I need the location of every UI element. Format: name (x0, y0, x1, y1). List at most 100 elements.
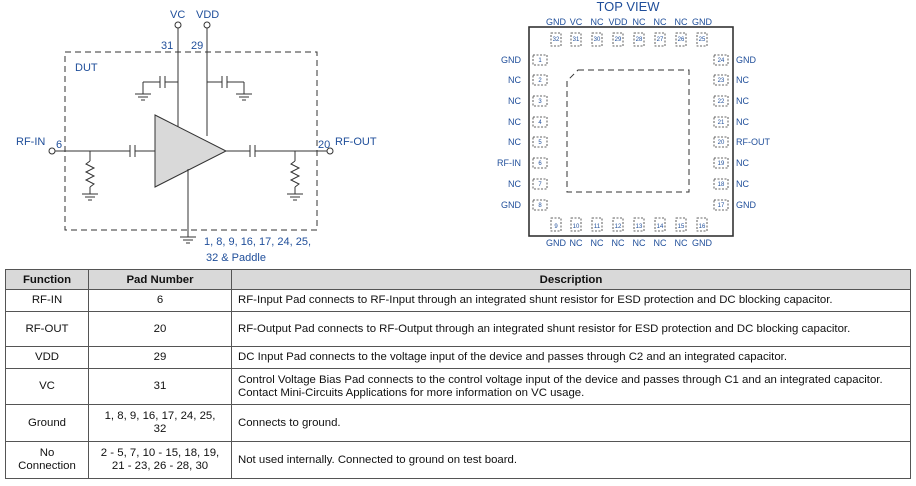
pin-pad (713, 136, 729, 148)
rfin-wiring (55, 145, 155, 201)
pin-number: 12 (615, 224, 622, 230)
pin-number: 18 (718, 182, 725, 188)
pin-label: NC (654, 238, 667, 248)
package-body (528, 26, 734, 237)
pin-pad (591, 217, 603, 232)
pin-number: 31 (573, 37, 580, 43)
pin-number: 19 (718, 161, 725, 167)
rfout-terminal (326, 147, 334, 155)
function-cell: No Connection (5, 441, 89, 479)
pin-pad (713, 199, 729, 211)
pin-number: 23 (718, 78, 725, 84)
vdd-label: VDD (196, 9, 219, 21)
vc-terminal (174, 21, 182, 29)
pin-number: 21 (718, 120, 725, 126)
function-cell: RF-OUT (5, 311, 89, 347)
pin-number: 20 (718, 140, 725, 146)
description-cell: Control Voltage Bias Pad connects to the… (231, 368, 911, 405)
pin-label: GND (736, 55, 757, 65)
ground-symbol (236, 93, 252, 101)
function-cell: VC (5, 368, 89, 405)
pad-cell: 6 (88, 289, 232, 312)
pin-label: GND (736, 200, 757, 210)
pin-pad (532, 74, 548, 86)
pin-pad (532, 136, 548, 148)
pin-label: NC (736, 158, 749, 168)
pin-label: NC (633, 238, 646, 248)
amplifier-triangle (154, 114, 228, 188)
pin-number: 1 (538, 58, 542, 64)
pin-pad (713, 95, 729, 107)
description-cell: RF-Output Pad connects to RF-Output thro… (231, 311, 911, 347)
pin-label: NC (612, 238, 625, 248)
pin-label: NC (654, 17, 667, 27)
pin-pad (532, 54, 548, 66)
pin-pad (612, 217, 624, 232)
pin-pad (713, 178, 729, 190)
ground-symbol (180, 236, 196, 244)
pad-cell: 31 (88, 368, 232, 405)
rfin-pin-number: 6 (56, 139, 62, 151)
dut-label: DUT (75, 62, 98, 74)
pin-label: NC (736, 117, 749, 127)
pin-pad (696, 32, 708, 47)
table-header-row: Function Pad Number Description (5, 269, 911, 290)
pin-label: GND (546, 17, 567, 27)
top-view-title: TOP VIEW (596, 0, 660, 14)
function-cell: Ground (5, 404, 89, 442)
rfin-label: RF-IN (16, 136, 45, 148)
pin-pad (550, 32, 562, 47)
pin-number: 17 (718, 203, 725, 209)
pin-pad (570, 32, 582, 47)
pin-label: GND (692, 238, 713, 248)
pin-pad (532, 178, 548, 190)
pin-pad (654, 217, 666, 232)
vc-label: VC (170, 9, 185, 21)
description-cell: DC Input Pad connects to the voltage inp… (231, 346, 911, 369)
pin-pad (532, 157, 548, 169)
pin-number: 30 (594, 37, 601, 43)
table-row: RF-OUT 20 RF-Output Pad connects to RF-O… (5, 311, 911, 347)
table-row: VDD 29 DC Input Pad connects to the volt… (5, 346, 911, 369)
pin-pad (633, 217, 645, 232)
pad-cell: 29 (88, 346, 232, 369)
pad-cell: 1, 8, 9, 16, 17, 24, 25, 32 (88, 404, 232, 442)
pin-number: 25 (699, 37, 706, 43)
pin-number: 28 (636, 37, 643, 43)
vdd-pin-number: 29 (191, 40, 203, 52)
vdd-bypass-capacitor (207, 76, 245, 94)
pin-pad (570, 217, 582, 232)
pin-label: GND (501, 55, 522, 65)
pin-pad (532, 95, 548, 107)
pin-number: 5 (538, 140, 542, 146)
pin-label: GND (501, 200, 522, 210)
rfout-label: RF-OUT (335, 136, 377, 148)
pin-pad (654, 32, 666, 47)
function-cell: RF-IN (5, 289, 89, 312)
pin-pad (591, 32, 603, 47)
pin-pad (612, 32, 624, 47)
pin-label: NC (591, 17, 604, 27)
ground-pins-line1: 1, 8, 9, 16, 17, 24, 25, (204, 236, 311, 248)
pin-number: 2 (538, 78, 542, 84)
description-cell: RF-Input Pad connects to RF-Input throug… (231, 289, 911, 312)
pin-label: NC (633, 17, 646, 27)
pin-pad (633, 32, 645, 47)
pin-number: 27 (657, 37, 664, 43)
table-row: VC 31 Control Voltage Bias Pad connects … (5, 368, 911, 405)
pin-label: NC (736, 96, 749, 106)
pin-pad (696, 217, 708, 232)
pin-pad (713, 74, 729, 86)
pin-pad (713, 54, 729, 66)
pin-number: 6 (538, 161, 542, 167)
pin-pad (550, 217, 562, 232)
package-top-view: TOP VIEW 32GND31VC30NC29VDD28NC27NC26NC2… (497, 0, 770, 248)
pin-label: GND (692, 17, 713, 27)
pin-label: GND (546, 238, 567, 248)
pin-number: 22 (718, 99, 725, 105)
pin-label: NC (736, 179, 749, 189)
header-pad-number: Pad Number (88, 269, 232, 290)
table-row: RF-IN 6 RF-Input Pad connects to RF-Inpu… (5, 289, 911, 312)
pin-number: 8 (538, 203, 542, 209)
pin-number: 13 (636, 224, 643, 230)
